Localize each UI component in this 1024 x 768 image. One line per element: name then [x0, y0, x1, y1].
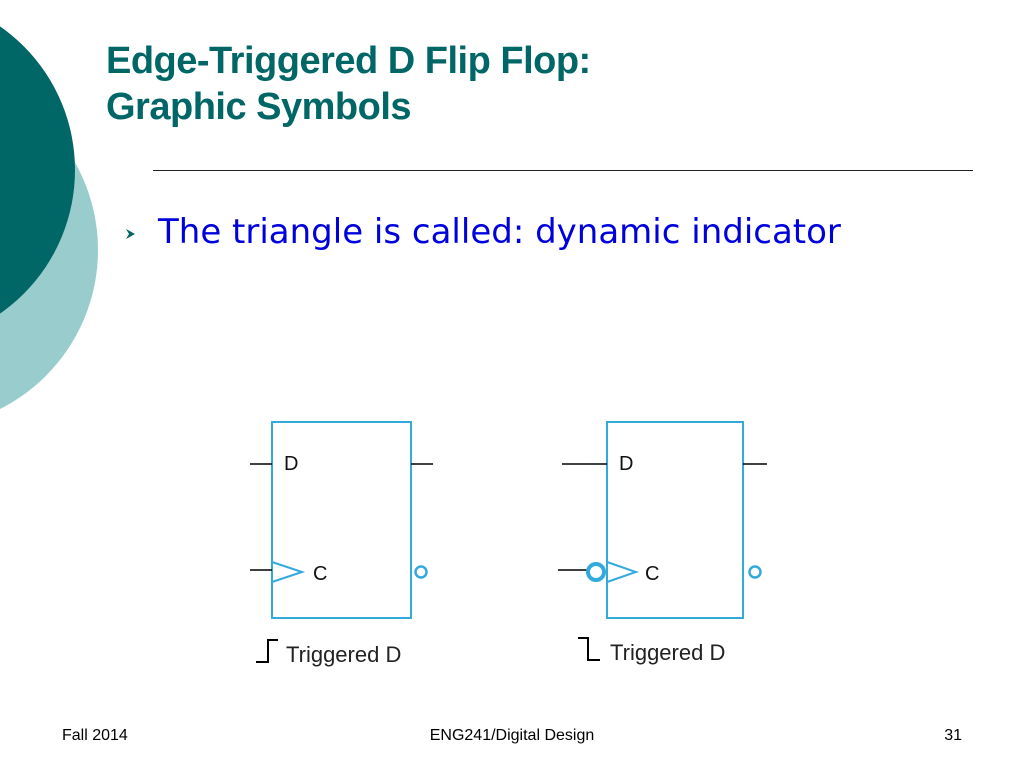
dark-teal-circle — [0, 26, 75, 314]
symbol-caption: Triggered D — [286, 642, 401, 667]
bullet-item: The triangle is called: dynamic indicato… — [124, 212, 841, 252]
decorative-circles — [0, 26, 98, 410]
pin-c-label: C — [313, 563, 327, 585]
flip-flop-symbols-diagram: D C Triggered D D C Triggered D — [250, 421, 767, 667]
clock-inversion-bubble — [586, 562, 606, 582]
q-bar-output-bubble — [414, 565, 428, 579]
symbol-caption: Triggered D — [610, 640, 725, 665]
title-line-1: Edge-Triggered D Flip Flop: — [106, 40, 591, 82]
dynamic-indicator-triangle — [606, 561, 640, 583]
flip-flop-box — [606, 421, 744, 619]
falling-edge-icon — [578, 637, 600, 661]
footer-page-number: 31 — [944, 727, 962, 744]
pin-d-label: D — [619, 453, 633, 475]
flip-flop-box — [271, 421, 412, 619]
flip-flop-symbol-negative: D C Triggered D — [558, 421, 767, 665]
title-divider — [153, 170, 973, 171]
footer-course: ENG241/Digital Design — [429, 727, 595, 744]
pin-d-label: D — [284, 453, 298, 475]
chevron-bullet-icon — [126, 229, 135, 239]
bullet-text: The triangle is called: dynamic indicato… — [158, 212, 841, 252]
title-line-2: Graphic Symbols — [106, 86, 412, 128]
flip-flop-symbol-positive: D C Triggered D — [250, 421, 433, 667]
footer-date: Fall 2014 — [62, 727, 128, 744]
rising-edge-icon — [256, 639, 278, 663]
dynamic-indicator-triangle — [271, 561, 306, 583]
slide-title: Edge-Triggered D Flip Flop: Graphic Symb… — [106, 38, 591, 130]
q-bar-output-bubble — [748, 565, 762, 579]
pin-c-label: C — [645, 563, 659, 585]
